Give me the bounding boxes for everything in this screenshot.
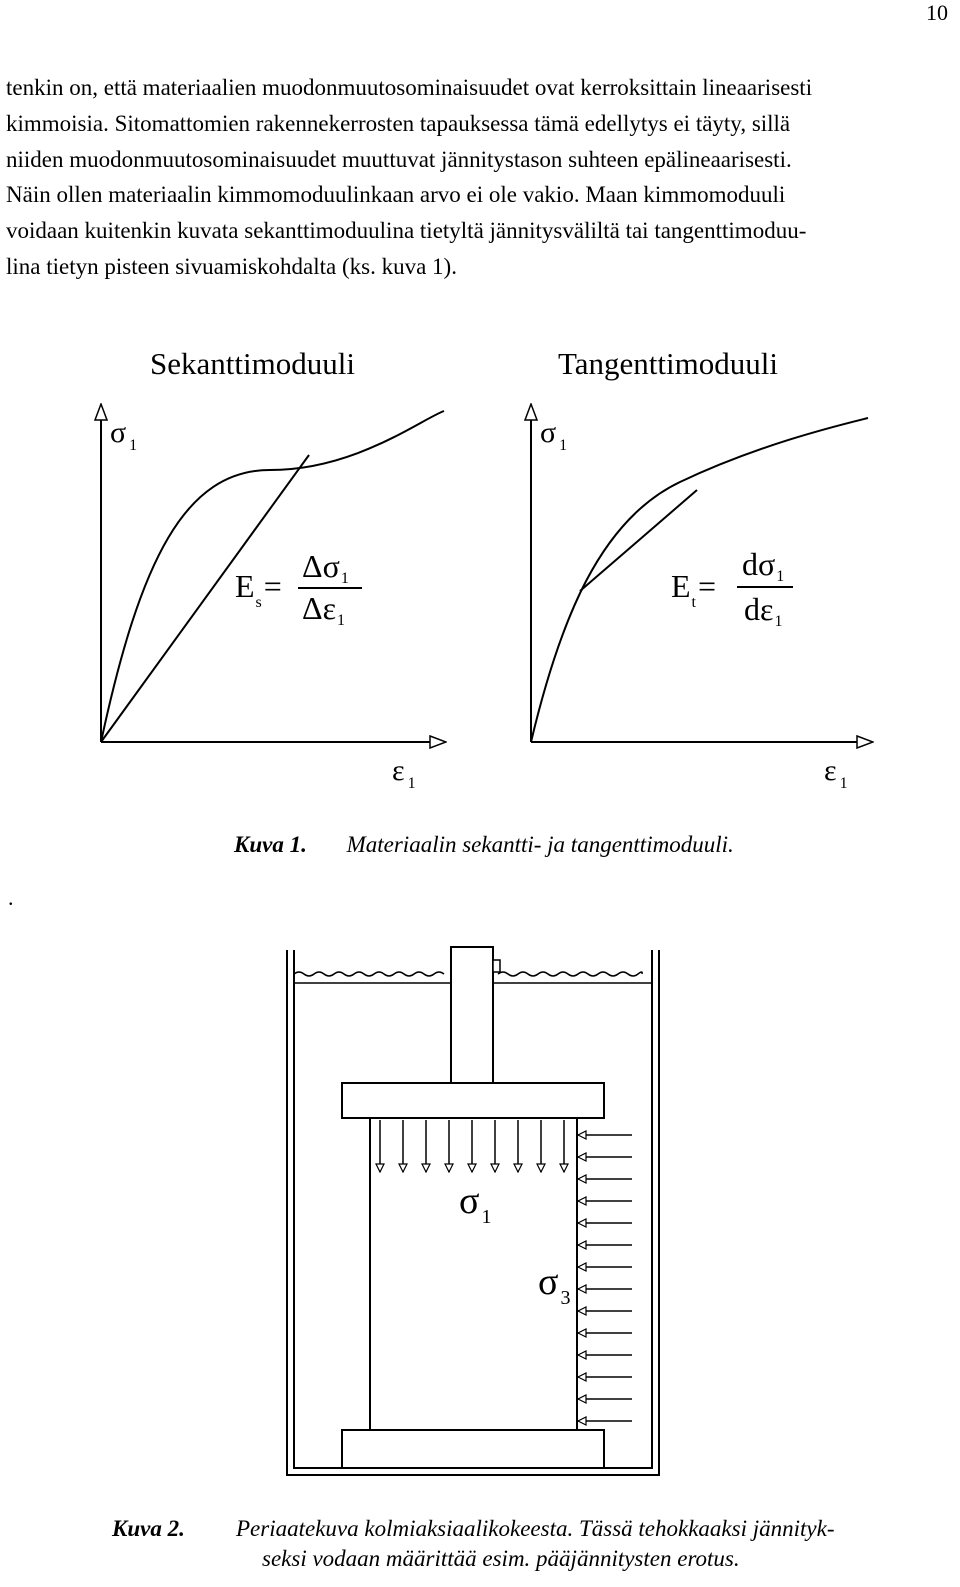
piston-rod [450, 946, 494, 1084]
paragraph-line: kimmoisia. Sitomattomien rakennekerroste… [6, 110, 791, 136]
caption-text: Materiaalin sekantti- ja tangenttimoduul… [346, 832, 734, 857]
tangent-formula-lhs: Et= [671, 568, 716, 611]
paragraph-line: niiden muodonmuutosominaisuudet muuttuva… [6, 146, 792, 172]
body-paragraph: tenkin on, että materiaalien muodonmuuto… [6, 70, 950, 285]
page-number: 10 [926, 0, 948, 25]
tangent-line [579, 489, 698, 592]
stress-strain-curve [530, 417, 869, 743]
tangent-formula-denominator: dε1 [744, 591, 782, 630]
sigma1-arrows [380, 1120, 564, 1172]
paragraph-line: voidaan kuitenkin kuvata sekanttimoduuli… [6, 218, 807, 244]
paragraph-line: tenkin on, että materiaalien muodonmuuto… [6, 75, 813, 100]
sigma3-arrows [578, 1135, 632, 1421]
figure-2-caption: Kuva 2. Periaatekuva kolmiaksiaalikokees… [112, 1514, 834, 1571]
secant-title: Sekanttimoduuli [150, 346, 355, 381]
paragraph-line: Näin ollen materiaalin kimmomoduulinkaan… [6, 182, 786, 208]
bottom-pedestal [341, 1429, 605, 1469]
caption-label: Kuva 1. [234, 832, 307, 857]
caption-text-line2: seksi vodaan määrittää esim. pääjännitys… [262, 1546, 740, 1571]
top-cap [341, 1082, 605, 1119]
stress-strain-curve [100, 410, 445, 743]
figure-1-caption: Kuva 1. Materiaalin sekantti- ja tangent… [234, 832, 734, 858]
secant-line [100, 454, 310, 743]
tangent-formula-numerator: dσ1 [742, 546, 784, 585]
secant-formula-lhs: Es= [235, 568, 282, 611]
rod-collar [492, 959, 501, 973]
secant-formula-numerator: Δσ1 [302, 548, 349, 587]
stray-dot: . [8, 885, 14, 910]
tangent-title: Tangenttimoduuli [558, 346, 778, 381]
water-surface [293, 971, 643, 977]
paragraph-line: lina tietyn pisteen sivuamiskohdalta (ks… [6, 253, 457, 279]
secant-formula-denominator: Δε1 [302, 590, 345, 629]
caption-label: Kuva 2. [112, 1516, 185, 1541]
caption-text-line1: Periaatekuva kolmiaksiaalikokeesta. Täss… [236, 1516, 835, 1541]
